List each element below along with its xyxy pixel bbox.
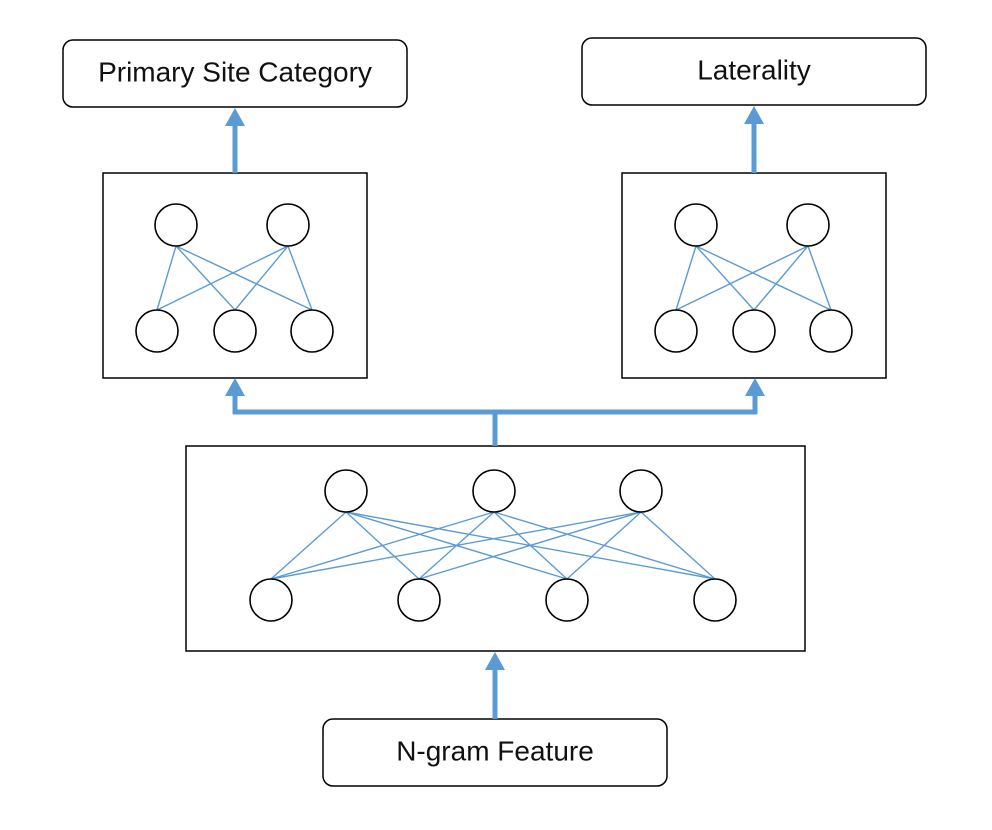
primary-site-edge-1-2 xyxy=(287,245,313,311)
primary-site-bottom-node-0 xyxy=(135,309,179,353)
input-to-shared-arrowhead xyxy=(485,652,505,670)
primary-site-output: Primary Site Category xyxy=(62,39,408,108)
shared-edge-1-0 xyxy=(270,511,495,580)
laterality-bottom-node-0 xyxy=(654,309,698,353)
shared-edge-2-3 xyxy=(640,511,716,580)
shared-bottom-node-2 xyxy=(545,578,589,622)
shared-edge-0-0 xyxy=(270,511,347,580)
laterality-out-arrowhead xyxy=(744,106,764,124)
primary-site-bottom-node-2 xyxy=(290,309,334,353)
primary-site-box xyxy=(62,39,408,108)
shared-top-node-1 xyxy=(472,469,516,513)
laterality-edge-0-0 xyxy=(675,245,697,311)
laterality-bottom-node-2 xyxy=(809,309,853,353)
shared-bottom-node-3 xyxy=(693,578,737,622)
flow-arrows xyxy=(225,106,765,719)
branch-left-arrowhead xyxy=(225,378,245,396)
laterality-edge-1-1 xyxy=(753,245,809,311)
laterality-label: Laterality xyxy=(697,54,811,85)
laterality-bottom-node-1 xyxy=(732,309,776,353)
primary-site-edge-1-1 xyxy=(234,245,289,311)
primary-site-label: Primary Site Category xyxy=(98,56,372,87)
network-edges xyxy=(156,245,832,580)
laterality-edge-1-2 xyxy=(807,245,832,311)
primary-site-edge-0-0 xyxy=(156,245,177,311)
laterality-edge-0-1 xyxy=(695,245,755,311)
primary-site-top-node-0 xyxy=(154,203,198,247)
input-label: N-gram Feature xyxy=(396,735,594,766)
laterality-edge-0-2 xyxy=(695,245,832,311)
laterality-edge-1-0 xyxy=(675,245,809,311)
branch-right-arrowhead xyxy=(745,378,765,396)
shared-bottom-node-0 xyxy=(249,578,293,622)
laterality-top-node-1 xyxy=(786,203,830,247)
network-nodes xyxy=(135,203,853,622)
primary-site-edge-1-0 xyxy=(156,245,289,311)
shared-edge-2-0 xyxy=(270,511,642,580)
shared-edge-2-2 xyxy=(566,511,642,580)
laterality-top-node-0 xyxy=(674,203,718,247)
input-feature: N-gram Feature xyxy=(322,718,668,787)
primary-site-out-arrowhead xyxy=(225,108,245,126)
primary-site-top-node-1 xyxy=(266,203,310,247)
shared-top-node-0 xyxy=(324,469,368,513)
primary-site-edge-0-2 xyxy=(175,245,313,311)
shared-edge-2-1 xyxy=(418,511,642,580)
laterality-box xyxy=(581,37,927,106)
shared-bottom-node-1 xyxy=(397,578,441,622)
primary-site-bottom-node-1 xyxy=(213,309,257,353)
laterality-output: Laterality xyxy=(581,37,927,106)
shared-top-node-2 xyxy=(619,469,663,513)
primary-site-edge-0-1 xyxy=(175,245,236,311)
